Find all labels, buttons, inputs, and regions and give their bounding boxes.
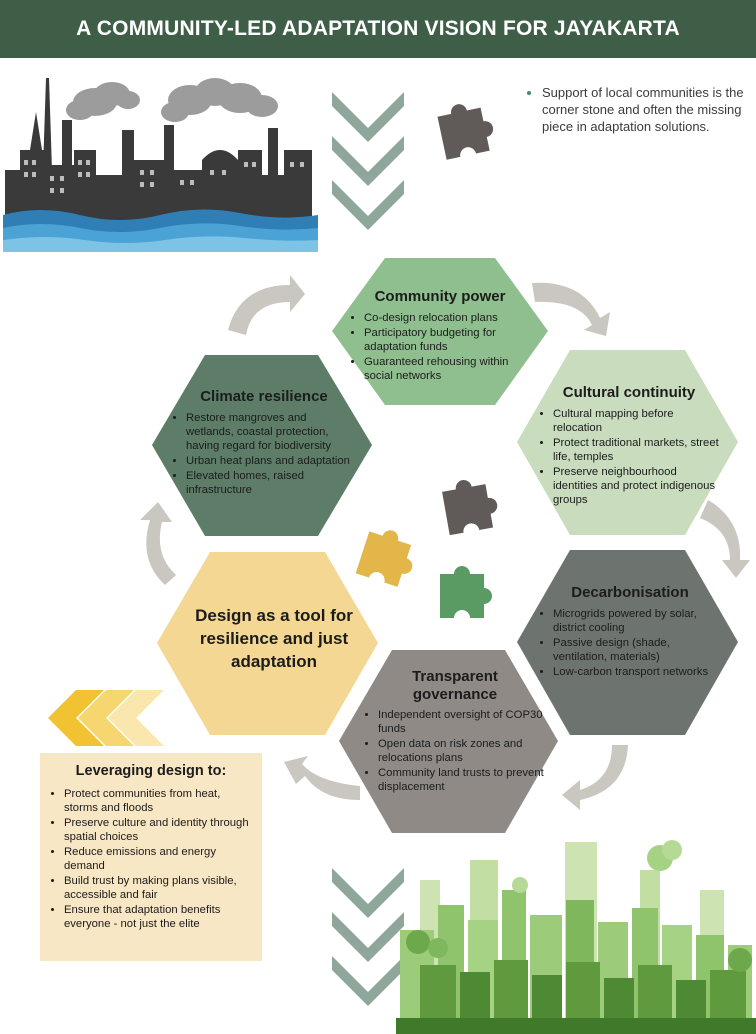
hex-decarbonisation	[517, 550, 738, 735]
leveraging-design-box: Leveraging design to: Protect communitie…	[40, 753, 262, 961]
list-item: Community land trusts to prevent displac…	[378, 766, 546, 794]
hex-climate-resilience	[152, 355, 372, 536]
list-item: Independent oversight of COP30 funds	[378, 708, 546, 736]
hex-community-power	[332, 258, 548, 405]
community-power-title: Community power	[374, 288, 506, 305]
list-item: Microgrids powered by solar, district co…	[553, 607, 721, 635]
green-city-illustration	[396, 840, 756, 1034]
title-line: Transparent	[412, 668, 498, 685]
list-item: Participatory budgeting for adaptation f…	[364, 326, 530, 354]
cycle-arrows	[140, 275, 750, 810]
cultural-continuity-content: Cultural continuity Cultural mapping bef…	[539, 384, 719, 508]
center-line: Design as a tool for	[195, 606, 353, 625]
chevron-left-icon	[48, 690, 164, 746]
list-item: Protect traditional markets, street life…	[553, 436, 719, 464]
list-item: Protect communities from heat, storms an…	[64, 787, 252, 815]
puzzle-piece-icon	[355, 530, 413, 587]
list-item: Build trust by making plans visible, acc…	[64, 874, 252, 902]
list-item: Urban heat plans and adaptation	[186, 454, 356, 468]
cultural-continuity-title: Cultural continuity	[562, 384, 696, 401]
transparent-governance-title: Transparent governance	[364, 668, 546, 704]
list-item: Ensure that adaptation benefits everyone…	[64, 903, 252, 931]
center-line: adaptation	[231, 652, 317, 671]
page-title: A COMMUNITY-LED ADAPTATION VISION FOR JA…	[76, 17, 680, 40]
list-item: Co-design relocation plans	[364, 311, 530, 325]
puzzle-piece-icon	[440, 566, 492, 618]
title-bar: A COMMUNITY-LED ADAPTATION VISION FOR JA…	[0, 0, 756, 58]
center-design-text: Design as a tool for resilience and just…	[182, 604, 366, 673]
climate-resilience-title: Climate resilience	[200, 388, 328, 405]
list-item: Restore mangroves and wetlands, coastal …	[186, 411, 356, 453]
list-item: Preserve neighbourhood identities and pr…	[553, 465, 719, 507]
climate-resilience-content: Climate resilience Restore mangroves and…	[172, 388, 356, 498]
list-item: Guaranteed rehousing within social netwo…	[364, 355, 530, 383]
list-item: Preserve culture and identity through sp…	[64, 816, 252, 844]
decarbonisation-content: Decarbonisation Microgrids powered by so…	[539, 584, 721, 680]
center-line: resilience and just	[199, 629, 349, 648]
list-item: Elevated homes, raised infrastructure	[186, 469, 356, 497]
title-line: governance	[412, 686, 498, 703]
hex-cultural-continuity	[517, 350, 738, 535]
polluted-city-illustration	[3, 78, 318, 252]
list-item: Passive design (shade, ventilation, mate…	[553, 636, 721, 664]
leveraging-title: Leveraging design to:	[75, 763, 227, 779]
list-item: Open data on risk zones and relocations …	[378, 737, 546, 765]
hex-transparent-governance	[339, 650, 558, 833]
note-item: Support of local communities is the corn…	[542, 84, 748, 135]
decarbonisation-title: Decarbonisation	[571, 584, 689, 601]
chevron-down-icon	[332, 92, 404, 230]
list-item: Cultural mapping before relocation	[553, 407, 719, 435]
list-item: Low-carbon transport networks	[553, 665, 721, 679]
community-power-content: Community power Co-design relocation pla…	[350, 288, 530, 384]
note-text: Support of local communities is the corn…	[528, 84, 748, 135]
transparent-governance-content: Transparent governance Independent overs…	[364, 668, 546, 795]
list-item: Reduce emissions and energy demand	[64, 845, 252, 873]
puzzle-piece-icon	[437, 104, 494, 160]
chevron-down-icon	[332, 868, 404, 1006]
hex-center-design	[157, 552, 378, 735]
puzzle-piece-icon	[442, 480, 498, 536]
